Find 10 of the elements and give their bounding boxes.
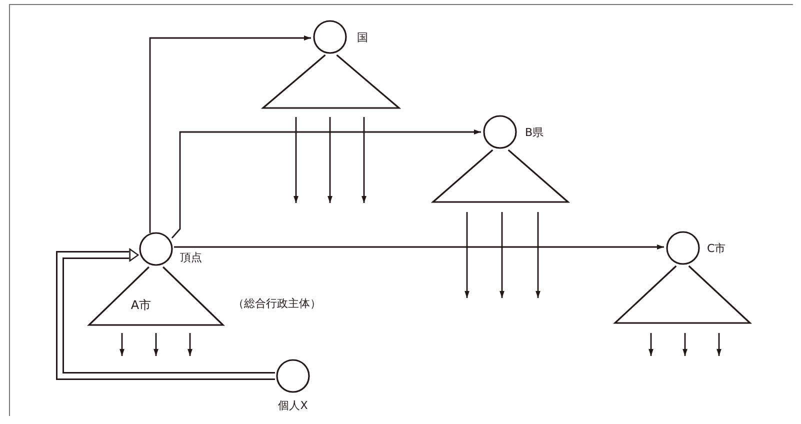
node-caption: （総合行政主体） bbox=[233, 297, 321, 310]
node-caption: B県 bbox=[525, 126, 544, 139]
node-caption: 国 bbox=[357, 31, 368, 44]
triangle-node bbox=[433, 150, 568, 203]
triangle-node bbox=[615, 266, 750, 324]
node-label: A市 bbox=[130, 298, 152, 312]
triangle-node bbox=[263, 55, 399, 109]
node-caption: 個人X bbox=[278, 399, 308, 412]
node-caption: C市 bbox=[707, 242, 726, 255]
node-caption: 頂点 bbox=[180, 251, 202, 264]
